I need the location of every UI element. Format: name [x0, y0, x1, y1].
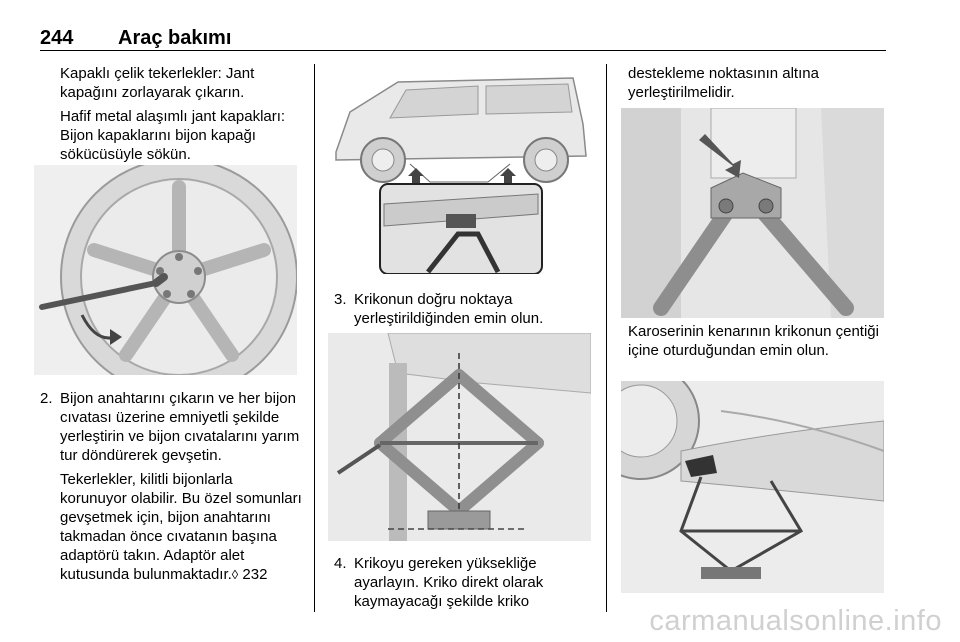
vehicle-jacking-points-illustration — [328, 64, 591, 274]
paragraph-body-edge: Karoserinin kenarının krikonun çentiği i… — [628, 323, 879, 359]
column-1-steps: 2. Bijon anahtarını çıkarın ve her bijon… — [40, 389, 302, 589]
step-3-text: Krikonun doğru noktaya yerleştirildiğind… — [354, 291, 544, 327]
wheel-wrench-illustration — [34, 165, 297, 375]
step-4: 4. Krikoyu gereken yüksekliğe ayarlayın.… — [334, 554, 596, 611]
jack-support-point-illustration — [621, 108, 884, 318]
column-3-top: destekleme noktasının altına yerleştiril… — [628, 64, 890, 107]
step-2: 2. Bijon anahtarını çıkarın ve her bijon… — [40, 389, 302, 465]
jack-notch-illustration — [621, 381, 884, 593]
reference-page-link[interactable]: 232 — [242, 566, 268, 583]
column-2-step-4: 4. Krikoyu gereken yüksekliğe ayarlayın.… — [334, 554, 596, 616]
step-4-text: Krikoyu gereken yüksekliğe ayarlayın. Kr… — [354, 555, 544, 610]
page-title: Araç bakımı — [118, 27, 232, 49]
column-divider-1 — [314, 64, 315, 612]
column-divider-2 — [606, 64, 607, 612]
locking-nuts-text: Tekerlekler, kilitli bijonlarla korunuyo… — [60, 471, 302, 583]
page-number: 244 — [40, 27, 74, 49]
paragraph-locking-nuts: Tekerlekler, kilitli bijonlarla korunuyo… — [40, 470, 302, 584]
page-header: 244 Araç bakımı — [40, 28, 886, 51]
watermark: carmanualsonline.info — [649, 605, 942, 637]
paragraph-alloy-wheels: Hafif metal alaşımlı jant kapakları: Bij… — [60, 108, 286, 163]
step-3: 3. Krikonun doğru noktaya yerleştirildiğ… — [334, 290, 596, 328]
paragraph-support-point: destekleme noktasının altına yerleştiril… — [628, 65, 819, 101]
column-3-bottom: Karoserinin kenarının krikonun çentiği i… — [628, 322, 890, 365]
step-2-text: Bijon anahtarını çıkarın ve her bijon cı… — [60, 390, 300, 464]
paragraph-steel-wheels: Kapaklı çelik tekerlekler: Jant kapağını… — [60, 65, 255, 101]
column-2-step-3: 3. Krikonun doğru noktaya yerleştirildiğ… — [334, 290, 596, 333]
reference-arrow-icon: ◊ — [231, 567, 239, 582]
step-2-number: 2. — [40, 390, 53, 407]
step-3-number: 3. — [334, 291, 347, 308]
column-1: Kapaklı çelik tekerlekler: Jant kapağını… — [40, 64, 302, 169]
step-4-number: 4. — [334, 555, 347, 572]
scissor-jack-illustration — [328, 333, 591, 541]
